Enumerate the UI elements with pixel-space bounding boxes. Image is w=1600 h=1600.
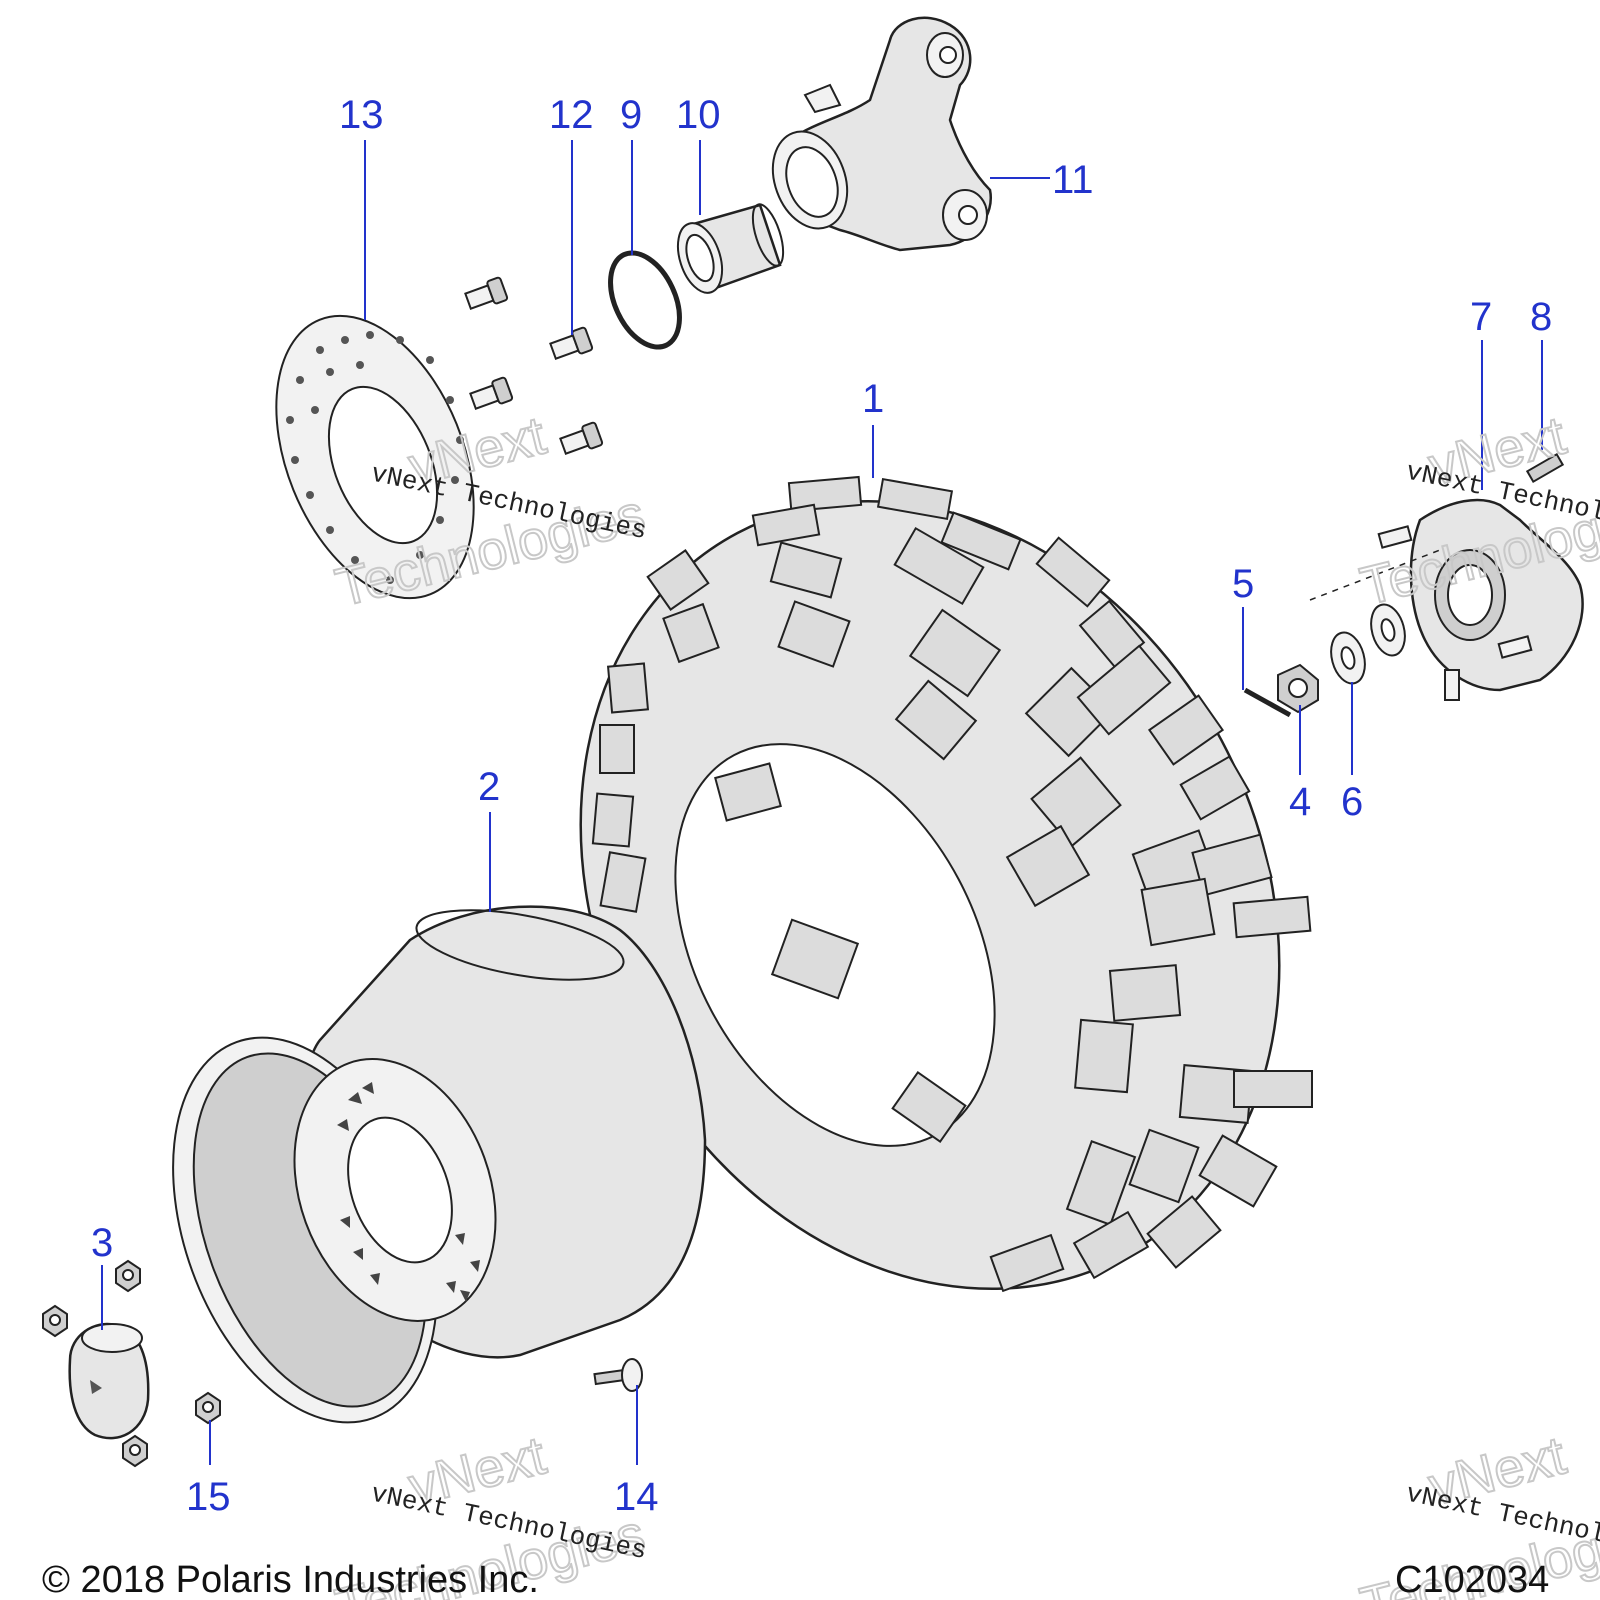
- callout-10: 10: [676, 93, 721, 137]
- copyright-notice: © 2018 Polaris Industries Inc.: [42, 1559, 539, 1600]
- wheel-stud: [1525, 452, 1565, 484]
- valve-stem: [593, 1358, 643, 1392]
- wheel-hub: [1377, 498, 1584, 701]
- bolt-set: [464, 276, 604, 455]
- brake-disc: [275, 314, 475, 600]
- cotter-pin: [1243, 687, 1292, 718]
- callout-labels: 13 12 9 10 11 1 2 3 5 4 6 7 8 14 15: [91, 93, 1552, 1519]
- wheel-bearing: [676, 203, 785, 294]
- callout-14: 14: [614, 1475, 659, 1519]
- callout-7: 7: [1470, 295, 1492, 339]
- diagram-code: C102034: [1395, 1559, 1549, 1600]
- retaining-ring: [608, 250, 682, 350]
- callout-8: 8: [1530, 295, 1552, 339]
- steering-knuckle: [771, 16, 993, 252]
- leader-lines: [101, 140, 1543, 1465]
- callout-6: 6: [1341, 780, 1363, 824]
- callout-2: 2: [478, 765, 500, 809]
- callout-9: 9: [620, 93, 642, 137]
- callout-1: 1: [862, 377, 884, 421]
- callout-4: 4: [1289, 780, 1311, 824]
- castle-nut: [1277, 663, 1319, 714]
- tire: [579, 475, 1313, 1293]
- callout-3: 3: [91, 1221, 113, 1265]
- callout-13: 13: [339, 93, 384, 137]
- wheel-rim: [172, 905, 707, 1424]
- lug-nut-set: [42, 1259, 221, 1468]
- washer-set: [1330, 603, 1406, 685]
- center-cap: [68, 1322, 150, 1440]
- callout-11: 11: [1052, 158, 1094, 202]
- callout-5: 5: [1232, 562, 1254, 606]
- callout-12: 12: [549, 93, 594, 137]
- callout-15: 15: [186, 1475, 231, 1519]
